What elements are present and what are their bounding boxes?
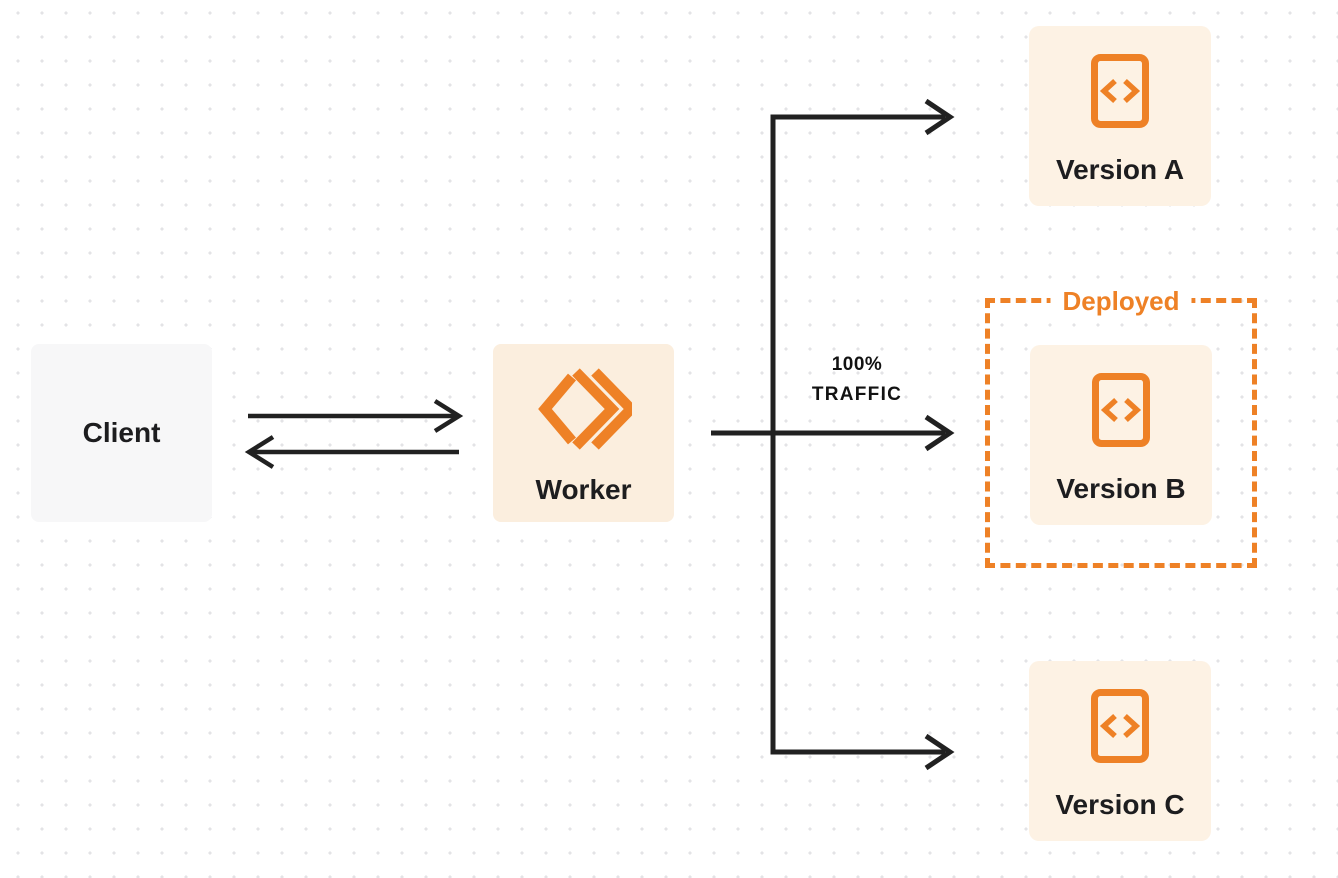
code-document-icon [1091, 54, 1149, 128]
deployed-group: Deployed [985, 285, 1257, 568]
workers-chevron-logo-icon [537, 368, 632, 450]
worker-label: Worker [535, 474, 632, 505]
worker-to-client-arrowhead-icon [244, 435, 275, 469]
traffic-word-text: TRAFFIC [811, 384, 903, 405]
version-b-node: Version B [1030, 345, 1212, 525]
version-a-label: Version A [1055, 154, 1185, 185]
version-c-arrowhead-icon [924, 733, 955, 771]
client-to-worker-arrowhead-icon [433, 399, 464, 433]
version-c-label: Version C [1055, 789, 1185, 820]
traffic-percent-text: 100% [831, 354, 883, 375]
version-a-node: Version A [1029, 26, 1211, 206]
worker-node: Worker [493, 344, 674, 522]
branch-bar [770, 114, 945, 755]
version-b-arrowhead-icon [924, 414, 955, 452]
code-document-icon [1091, 689, 1149, 763]
client-node: Client [31, 344, 212, 522]
deployed-label: Deployed [1050, 285, 1192, 317]
code-document-icon [1092, 373, 1150, 447]
version-c-node: Version C [1029, 661, 1211, 841]
client-label: Client [82, 417, 161, 448]
traffic-label: 100% TRAFFIC [757, 350, 957, 410]
version-a-arrowhead-icon [924, 98, 955, 136]
version-b-label: Version B [1056, 473, 1186, 504]
